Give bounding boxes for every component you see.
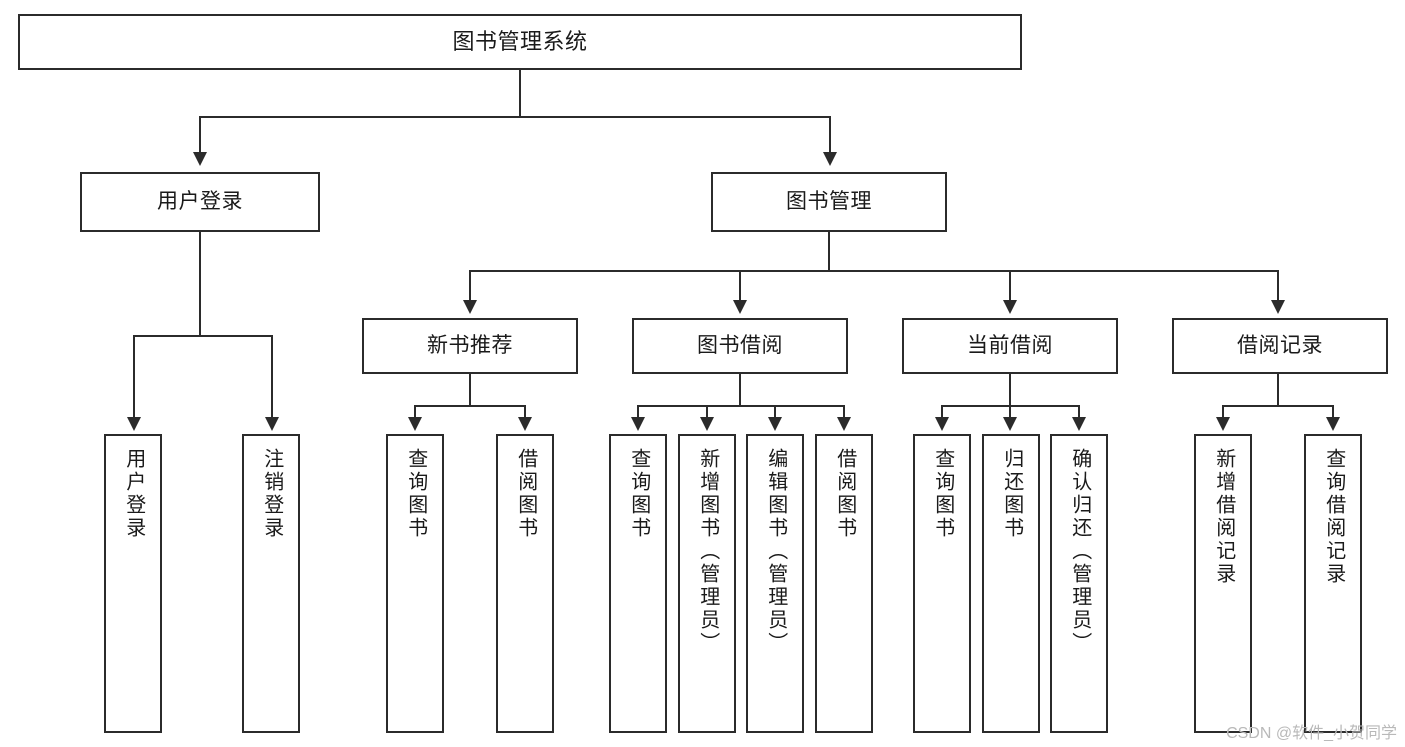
node-label: 查询借阅记录 <box>1322 448 1345 586</box>
node-label: 图书管理系统 <box>452 29 588 55</box>
arrowhead-leaf-user-login-2 <box>265 417 279 431</box>
connector-bookborrow-drop-3 <box>774 405 776 419</box>
connector-bookborrow-bus <box>637 405 845 407</box>
node-root-library-system[interactable]: 图书管理系统 <box>18 14 1022 70</box>
leaf-bookborrow-borrow-book[interactable]: 借阅图书 <box>815 434 873 733</box>
leaf-bookborrow-edit-book[interactable]: 编辑图书（管理员） <box>746 434 804 733</box>
connector-bookborrow-drop-1 <box>637 405 639 419</box>
connector-drop-user-login <box>199 116 201 154</box>
connector-book-manage-stem <box>828 232 830 272</box>
leaf-bookborrow-add-book[interactable]: 新增图书（管理员） <box>678 434 736 733</box>
connector-level2-drop-3 <box>1009 270 1011 302</box>
node-label: 注销登录 <box>260 448 283 540</box>
node-label: 用户登录 <box>157 189 243 213</box>
node-label: 新增图书（管理员） <box>696 448 719 655</box>
leaf-currentborrow-return-book[interactable]: 归还图书 <box>982 434 1040 733</box>
node-user-login[interactable]: 用户登录 <box>80 172 320 232</box>
connector-newbook-drop-2 <box>524 405 526 419</box>
arrowhead-bookborrow-1 <box>631 417 645 431</box>
leaf-borrowrecord-add-record[interactable]: 新增借阅记录 <box>1194 434 1252 733</box>
node-new-book-recommend[interactable]: 新书推荐 <box>362 318 578 374</box>
connector-currentborrow-drop-1 <box>941 405 943 419</box>
node-book-borrow[interactable]: 图书借阅 <box>632 318 848 374</box>
leaf-user-login-login[interactable]: 用户登录 <box>104 434 162 733</box>
connector-currentborrow-drop-2 <box>1009 405 1011 419</box>
leaf-newbook-borrow-book[interactable]: 借阅图书 <box>496 434 554 733</box>
node-label: 确认归还（管理员） <box>1068 448 1091 655</box>
arrowhead-level2-3 <box>1003 300 1017 314</box>
leaf-currentborrow-query-book[interactable]: 查询图书 <box>913 434 971 733</box>
leaf-newbook-query-book[interactable]: 查询图书 <box>386 434 444 733</box>
arrowhead-newbook-1 <box>408 417 422 431</box>
arrowhead-level2-4 <box>1271 300 1285 314</box>
connector-newbook-bus <box>414 405 526 407</box>
connector-borrowrecord-drop-1 <box>1222 405 1224 419</box>
connector-newbook-drop-1 <box>414 405 416 419</box>
arrowhead-currentborrow-2 <box>1003 417 1017 431</box>
node-borrow-record[interactable]: 借阅记录 <box>1172 318 1388 374</box>
node-label: 新书推荐 <box>427 333 513 357</box>
connector-user-login-drop-1 <box>133 335 135 419</box>
node-label: 图书管理 <box>786 189 872 213</box>
node-label: 借阅图书 <box>833 448 856 540</box>
connector-currentborrow-drop-3 <box>1078 405 1080 419</box>
arrowhead-newbook-2 <box>518 417 532 431</box>
arrowhead-level2-2 <box>733 300 747 314</box>
leaf-currentborrow-confirm-return[interactable]: 确认归还（管理员） <box>1050 434 1108 733</box>
node-label: 借阅图书 <box>514 448 537 540</box>
node-label: 图书借阅 <box>697 333 783 357</box>
arrowhead-borrowrecord-1 <box>1216 417 1230 431</box>
connector-user-login-bus <box>133 335 273 337</box>
node-label: 查询图书 <box>627 448 650 540</box>
arrowhead-bookborrow-4 <box>837 417 851 431</box>
connector-bookborrow-drop-4 <box>843 405 845 419</box>
connector-bookborrow-stem <box>739 374 741 406</box>
arrowhead-leaf-user-login-1 <box>127 417 141 431</box>
arrowhead-book-manage <box>823 152 837 166</box>
node-label: 归还图书 <box>1000 448 1023 540</box>
node-label: 用户登录 <box>122 448 145 540</box>
leaf-bookborrow-query-book[interactable]: 查询图书 <box>609 434 667 733</box>
connector-currentborrow-stem <box>1009 374 1011 406</box>
node-label: 借阅记录 <box>1237 333 1323 357</box>
leaf-borrowrecord-query-record[interactable]: 查询借阅记录 <box>1304 434 1362 733</box>
connector-user-login-drop-2 <box>271 335 273 419</box>
connector-level1-bus <box>199 116 831 118</box>
arrowhead-bookborrow-2 <box>700 417 714 431</box>
connector-user-login-stem <box>199 232 201 336</box>
connector-level2-drop-4 <box>1277 270 1279 302</box>
arrowhead-user-login <box>193 152 207 166</box>
node-label: 查询图书 <box>931 448 954 540</box>
node-book-management[interactable]: 图书管理 <box>711 172 947 232</box>
connector-level2-drop-1 <box>469 270 471 302</box>
connector-level2-drop-2 <box>739 270 741 302</box>
node-label: 编辑图书（管理员） <box>764 448 787 655</box>
arrowhead-currentborrow-1 <box>935 417 949 431</box>
leaf-user-login-logout[interactable]: 注销登录 <box>242 434 300 733</box>
connector-drop-book-manage <box>829 116 831 154</box>
connector-newbook-stem <box>469 374 471 406</box>
arrowhead-level2-1 <box>463 300 477 314</box>
connector-borrowrecord-drop-2 <box>1332 405 1334 419</box>
connector-level2-bus <box>469 270 1279 272</box>
connector-bookborrow-drop-2 <box>706 405 708 419</box>
arrowhead-currentborrow-3 <box>1072 417 1086 431</box>
node-current-borrow[interactable]: 当前借阅 <box>902 318 1118 374</box>
csdn-watermark: CSDN @软件_小贺同学 <box>1226 725 1397 742</box>
connector-root-stem <box>519 70 521 117</box>
arrowhead-borrowrecord-2 <box>1326 417 1340 431</box>
node-label: 新增借阅记录 <box>1212 448 1235 586</box>
connector-borrowrecord-stem <box>1277 374 1279 406</box>
connector-borrowrecord-bus <box>1222 405 1334 407</box>
arrowhead-bookborrow-3 <box>768 417 782 431</box>
node-label: 查询图书 <box>404 448 427 540</box>
node-label: 当前借阅 <box>967 333 1053 357</box>
